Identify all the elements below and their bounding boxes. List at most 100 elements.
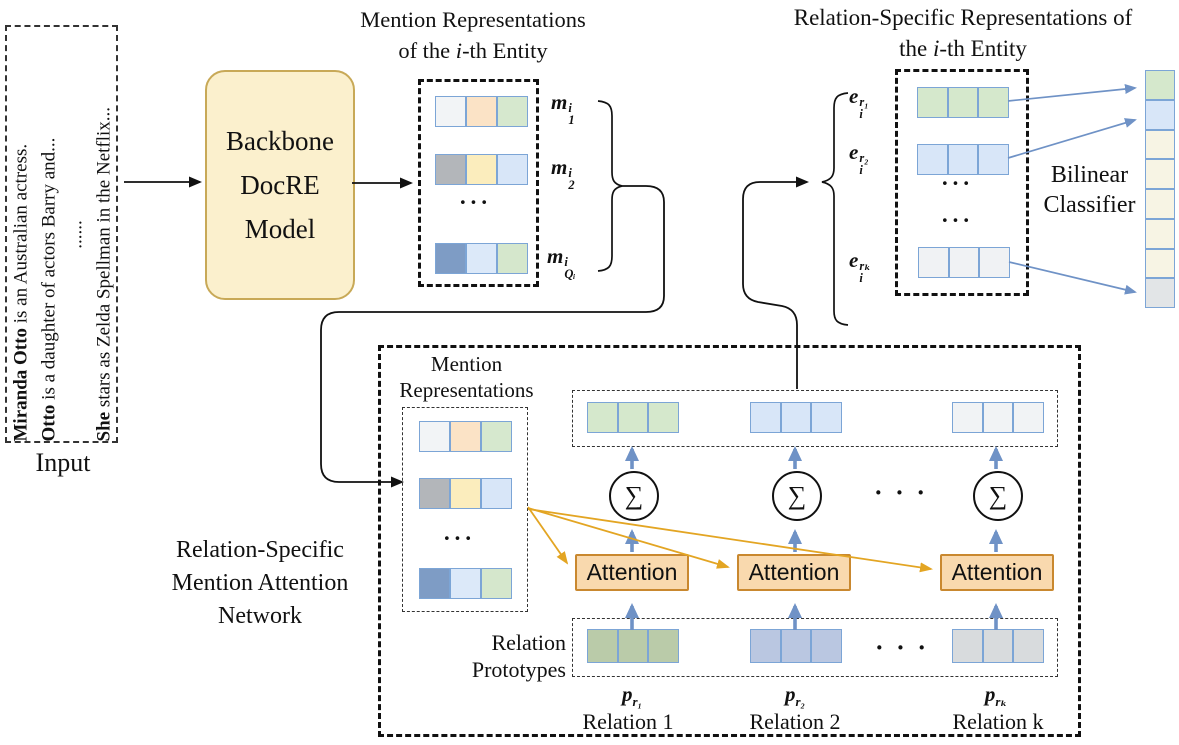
- vector-cell: [419, 478, 450, 509]
- vector-cell: [750, 402, 781, 433]
- vector-cell: [481, 568, 512, 599]
- sum-node-1: ∑: [609, 471, 659, 521]
- input-document-box: Miranda Otto is an Australian actress. O…: [5, 25, 118, 443]
- attention-box-1: Attention: [575, 554, 689, 591]
- vector-cell: [481, 421, 512, 452]
- mention-ellipsis-bottom: ···: [443, 526, 476, 551]
- vector-cell: [979, 247, 1010, 278]
- mention-ellipsis-top: ···: [459, 190, 492, 215]
- prototype-vector-r2: [750, 629, 842, 663]
- vector-cell: [497, 243, 528, 274]
- vector-cell: [917, 144, 948, 175]
- vector-cell: [917, 87, 948, 118]
- output-vector-r2: [750, 402, 842, 433]
- vector-cell: [648, 402, 679, 433]
- vector-cell: [587, 402, 618, 433]
- prototype-vector-rk: [952, 629, 1044, 663]
- entity-ellipsis-2: ···: [941, 208, 974, 233]
- network-title: Relation-Specific Mention Attention Netw…: [171, 537, 349, 629]
- label-p-rk: prₖ: [984, 682, 1008, 709]
- vector-cell: [435, 243, 466, 274]
- vector-cell: [435, 96, 466, 127]
- sum-node-2: ∑: [772, 471, 822, 521]
- vector-cell: [1145, 99, 1175, 130]
- vector-cell: [978, 87, 1009, 118]
- vector-cell: [497, 154, 528, 185]
- input-caption: Input: [35, 448, 91, 477]
- sum-ellipsis: · · ·: [874, 478, 929, 507]
- vector-cell: [617, 629, 649, 663]
- vector-cell: [1145, 70, 1175, 100]
- mention-vector-b2: [419, 478, 512, 509]
- curly-braces: [597, 92, 849, 326]
- mention-reps-title: Mention Representations of the i-th Enti…: [360, 7, 586, 63]
- relation-prototypes-box: · · ·: [572, 618, 1058, 677]
- mention-vector-b1: [419, 421, 512, 452]
- vector-cell: [1145, 129, 1175, 160]
- vector-cell: [466, 96, 497, 127]
- entity-reps-box: ··· ···: [895, 69, 1029, 296]
- sum-node-3: ∑: [973, 471, 1023, 521]
- label-p-r2: pr₂: [784, 682, 806, 709]
- vector-cell: [450, 568, 481, 599]
- vector-cell: [450, 478, 481, 509]
- vector-cell: [982, 629, 1014, 663]
- label-p-r1: pr₁: [621, 682, 643, 709]
- input-ellipsis: ......: [65, 219, 86, 249]
- vector-cell: [750, 629, 781, 663]
- relation-k-label: Relation k: [952, 709, 1044, 734]
- vector-cell: [811, 402, 842, 433]
- classifier-output-column: [1145, 70, 1175, 308]
- vector-cell: [1145, 189, 1175, 219]
- backbone-docre-model-box: Backbone DocRE Model: [205, 70, 355, 300]
- backbone-label: Backbone DocRE Model: [226, 126, 334, 244]
- output-vector-r1: [587, 402, 679, 433]
- input-sentence-3: She stars as Zelda Spellman in the Netfl…: [92, 106, 114, 441]
- vector-cell: [648, 629, 679, 663]
- input-sentence-1: Miranda Otto is an Australian actress.: [10, 143, 31, 441]
- mention-vector-2: [435, 154, 528, 185]
- vector-cell: [1013, 402, 1044, 433]
- relation-2-label: Relation 2: [749, 709, 841, 734]
- mention-vector-bq: [419, 568, 512, 599]
- mention-reps-label-bottom: Mention Representations: [399, 352, 534, 402]
- vector-cell: [587, 629, 618, 663]
- vector-cell: [780, 629, 812, 663]
- vector-cell: [466, 243, 497, 274]
- entity-reps-title: Relation-Specific Representations of the…: [793, 5, 1133, 61]
- entity-vector-r1: [917, 87, 1009, 118]
- relation-1-label: Relation 1: [582, 709, 674, 734]
- attention-network-box: [378, 345, 1081, 737]
- vector-cell: [497, 96, 528, 127]
- mention-vector-1: [435, 96, 528, 127]
- vector-cell: [1013, 629, 1044, 663]
- vector-cell: [952, 629, 983, 663]
- entity-ellipsis-1: ···: [941, 171, 974, 196]
- relation-output-box: [572, 390, 1058, 447]
- vector-cell: [1145, 248, 1175, 279]
- vector-cell: [947, 144, 979, 175]
- vector-cell: [780, 402, 812, 433]
- vector-cell: [1145, 278, 1175, 308]
- output-vector-rk: [952, 402, 1044, 433]
- vector-cell: [811, 629, 842, 663]
- prototype-ellipsis: · · ·: [875, 633, 930, 662]
- vector-cell: [419, 568, 450, 599]
- vector-cell: [481, 478, 512, 509]
- entity-brace: [821, 92, 849, 326]
- prototype-vector-r1: [587, 629, 679, 663]
- relation-prototypes-label: Relation Prototypes: [471, 630, 566, 682]
- input-sentence-2: Otto is a daughter of actors Barry and..…: [37, 137, 59, 441]
- vector-cell: [435, 154, 466, 185]
- bilinear-classifier-label: Bilinear Classifier: [1043, 162, 1136, 218]
- vector-cell: [1145, 159, 1175, 189]
- vector-cell: [948, 247, 980, 278]
- vector-cell: [466, 154, 497, 185]
- attention-box-2: Attention: [737, 554, 851, 591]
- entity-vector-rk: [918, 247, 1010, 278]
